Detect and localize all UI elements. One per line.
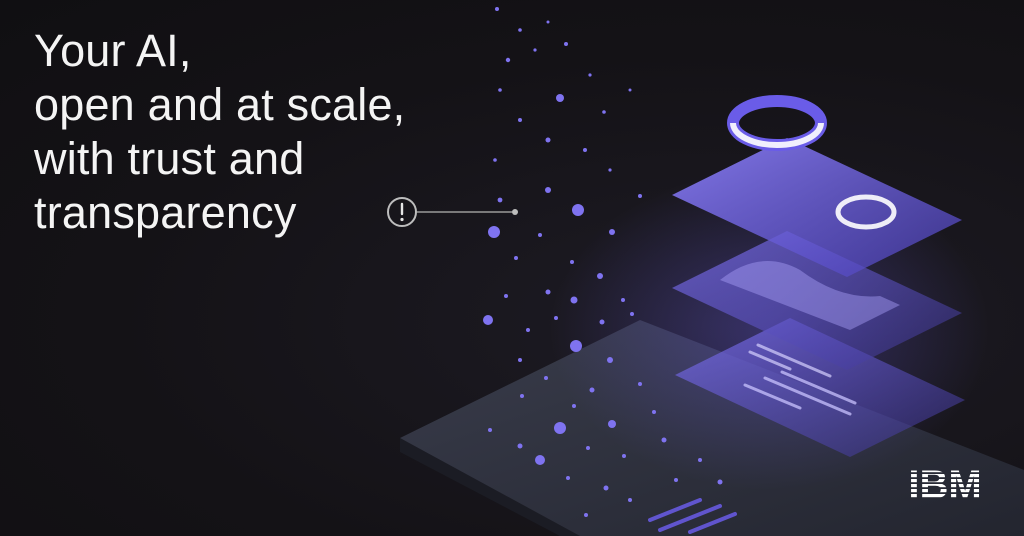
ibm-logo-text: IBM: [908, 464, 981, 504]
ring-chart: [727, 95, 827, 151]
card-middle: [672, 231, 962, 378]
card-upper: [672, 138, 962, 277]
headline-line-4: transparency: [34, 187, 297, 238]
card-lower: [675, 318, 965, 457]
particle-field: [483, 7, 723, 517]
headline-line-1: Your AI,: [34, 25, 192, 76]
ibm-logo: IBM: [908, 464, 981, 504]
headline: Your AI, open and at scale, with trust a…: [34, 24, 405, 240]
headline-line-3: with trust and: [34, 133, 305, 184]
info-alert-icon: [387, 197, 518, 227]
headline-line-2: open and at scale,: [34, 79, 406, 130]
